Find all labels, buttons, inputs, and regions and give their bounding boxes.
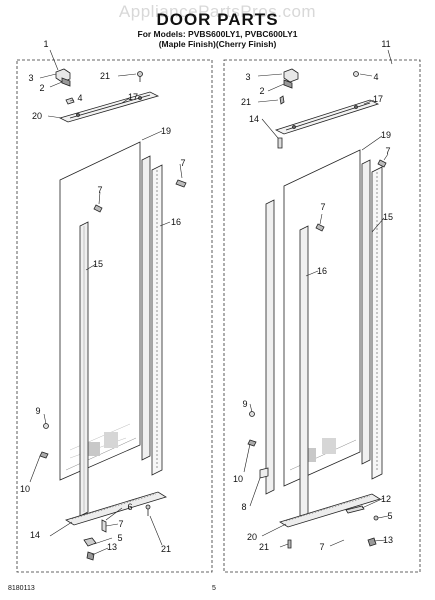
- right-callout-7: 7: [320, 202, 325, 212]
- finish-note: (Maple Finish)(Cherry Finish): [158, 39, 277, 49]
- right-callout-7: 7: [319, 542, 324, 552]
- left-callout-17: 17: [128, 92, 138, 102]
- right-callout-21: 21: [241, 97, 251, 107]
- left-callout-5: 5: [117, 533, 122, 543]
- left-callout-15: 15: [93, 259, 103, 269]
- right-callout-3: 3: [245, 72, 250, 82]
- right-callout-19: 19: [381, 130, 391, 140]
- right-callout-2: 2: [259, 86, 264, 96]
- right-callout-16: 16: [317, 266, 327, 276]
- right-callout-15: 15: [383, 212, 393, 222]
- right-callout-10: 10: [233, 474, 243, 484]
- right-callout-7: 7: [385, 146, 390, 156]
- left-callout-1: 1: [43, 39, 48, 49]
- right-callout-13: 13: [383, 535, 393, 545]
- right-callout-9: 9: [242, 399, 247, 409]
- model-numbers: For Models: PVBS600LY1, PVBC600LY1: [137, 29, 298, 39]
- document-number: 8180113: [8, 585, 35, 592]
- left-callout-7: 7: [118, 519, 123, 529]
- watermark: AppliancePartsPros.com: [118, 2, 317, 21]
- right-callouts: 11 3 4 2 21 17 14 19 7 7 15 16 9 10 8 12 20 5 21 7 13: [233, 39, 393, 552]
- left-callout-2: 2: [39, 83, 44, 93]
- left-callout-4: 4: [77, 93, 82, 103]
- page-number: 5: [212, 585, 216, 592]
- left-callout-20: 20: [32, 111, 42, 121]
- right-callout-5: 5: [387, 511, 392, 521]
- page-title: DOOR PARTS: [156, 10, 279, 29]
- left-door-frame: [16, 59, 213, 573]
- left-callout-14: 14: [30, 530, 40, 540]
- left-callout-7: 7: [180, 158, 185, 168]
- left-callout-10: 10: [20, 484, 30, 494]
- left-door-assembly: [39, 68, 187, 561]
- right-callout-12: 12: [381, 494, 391, 504]
- left-callout-6: 6: [127, 502, 132, 512]
- left-callout-21: 21: [100, 71, 110, 81]
- right-callout-11: 11: [381, 39, 390, 49]
- right-callout-21: 21: [259, 542, 269, 552]
- right-callout-20: 20: [247, 532, 257, 542]
- left-callout-21: 21: [161, 544, 171, 554]
- left-callout-3: 3: [28, 73, 33, 83]
- left-callout-19: 19: [161, 126, 171, 136]
- left-callout-7: 7: [97, 185, 102, 195]
- left-leader-lines: [29, 49, 183, 556]
- right-callout-8: 8: [241, 502, 246, 512]
- right-door-assembly: [247, 68, 387, 549]
- right-callout-14: 14: [249, 114, 259, 124]
- right-leader-lines: [243, 49, 393, 548]
- left-callout-9: 9: [35, 406, 40, 416]
- right-callout-17: 17: [373, 94, 383, 104]
- right-callout-4: 4: [373, 72, 378, 82]
- left-callout-13: 13: [107, 542, 117, 552]
- left-callout-16: 16: [171, 217, 181, 227]
- right-door-frame: [223, 59, 421, 573]
